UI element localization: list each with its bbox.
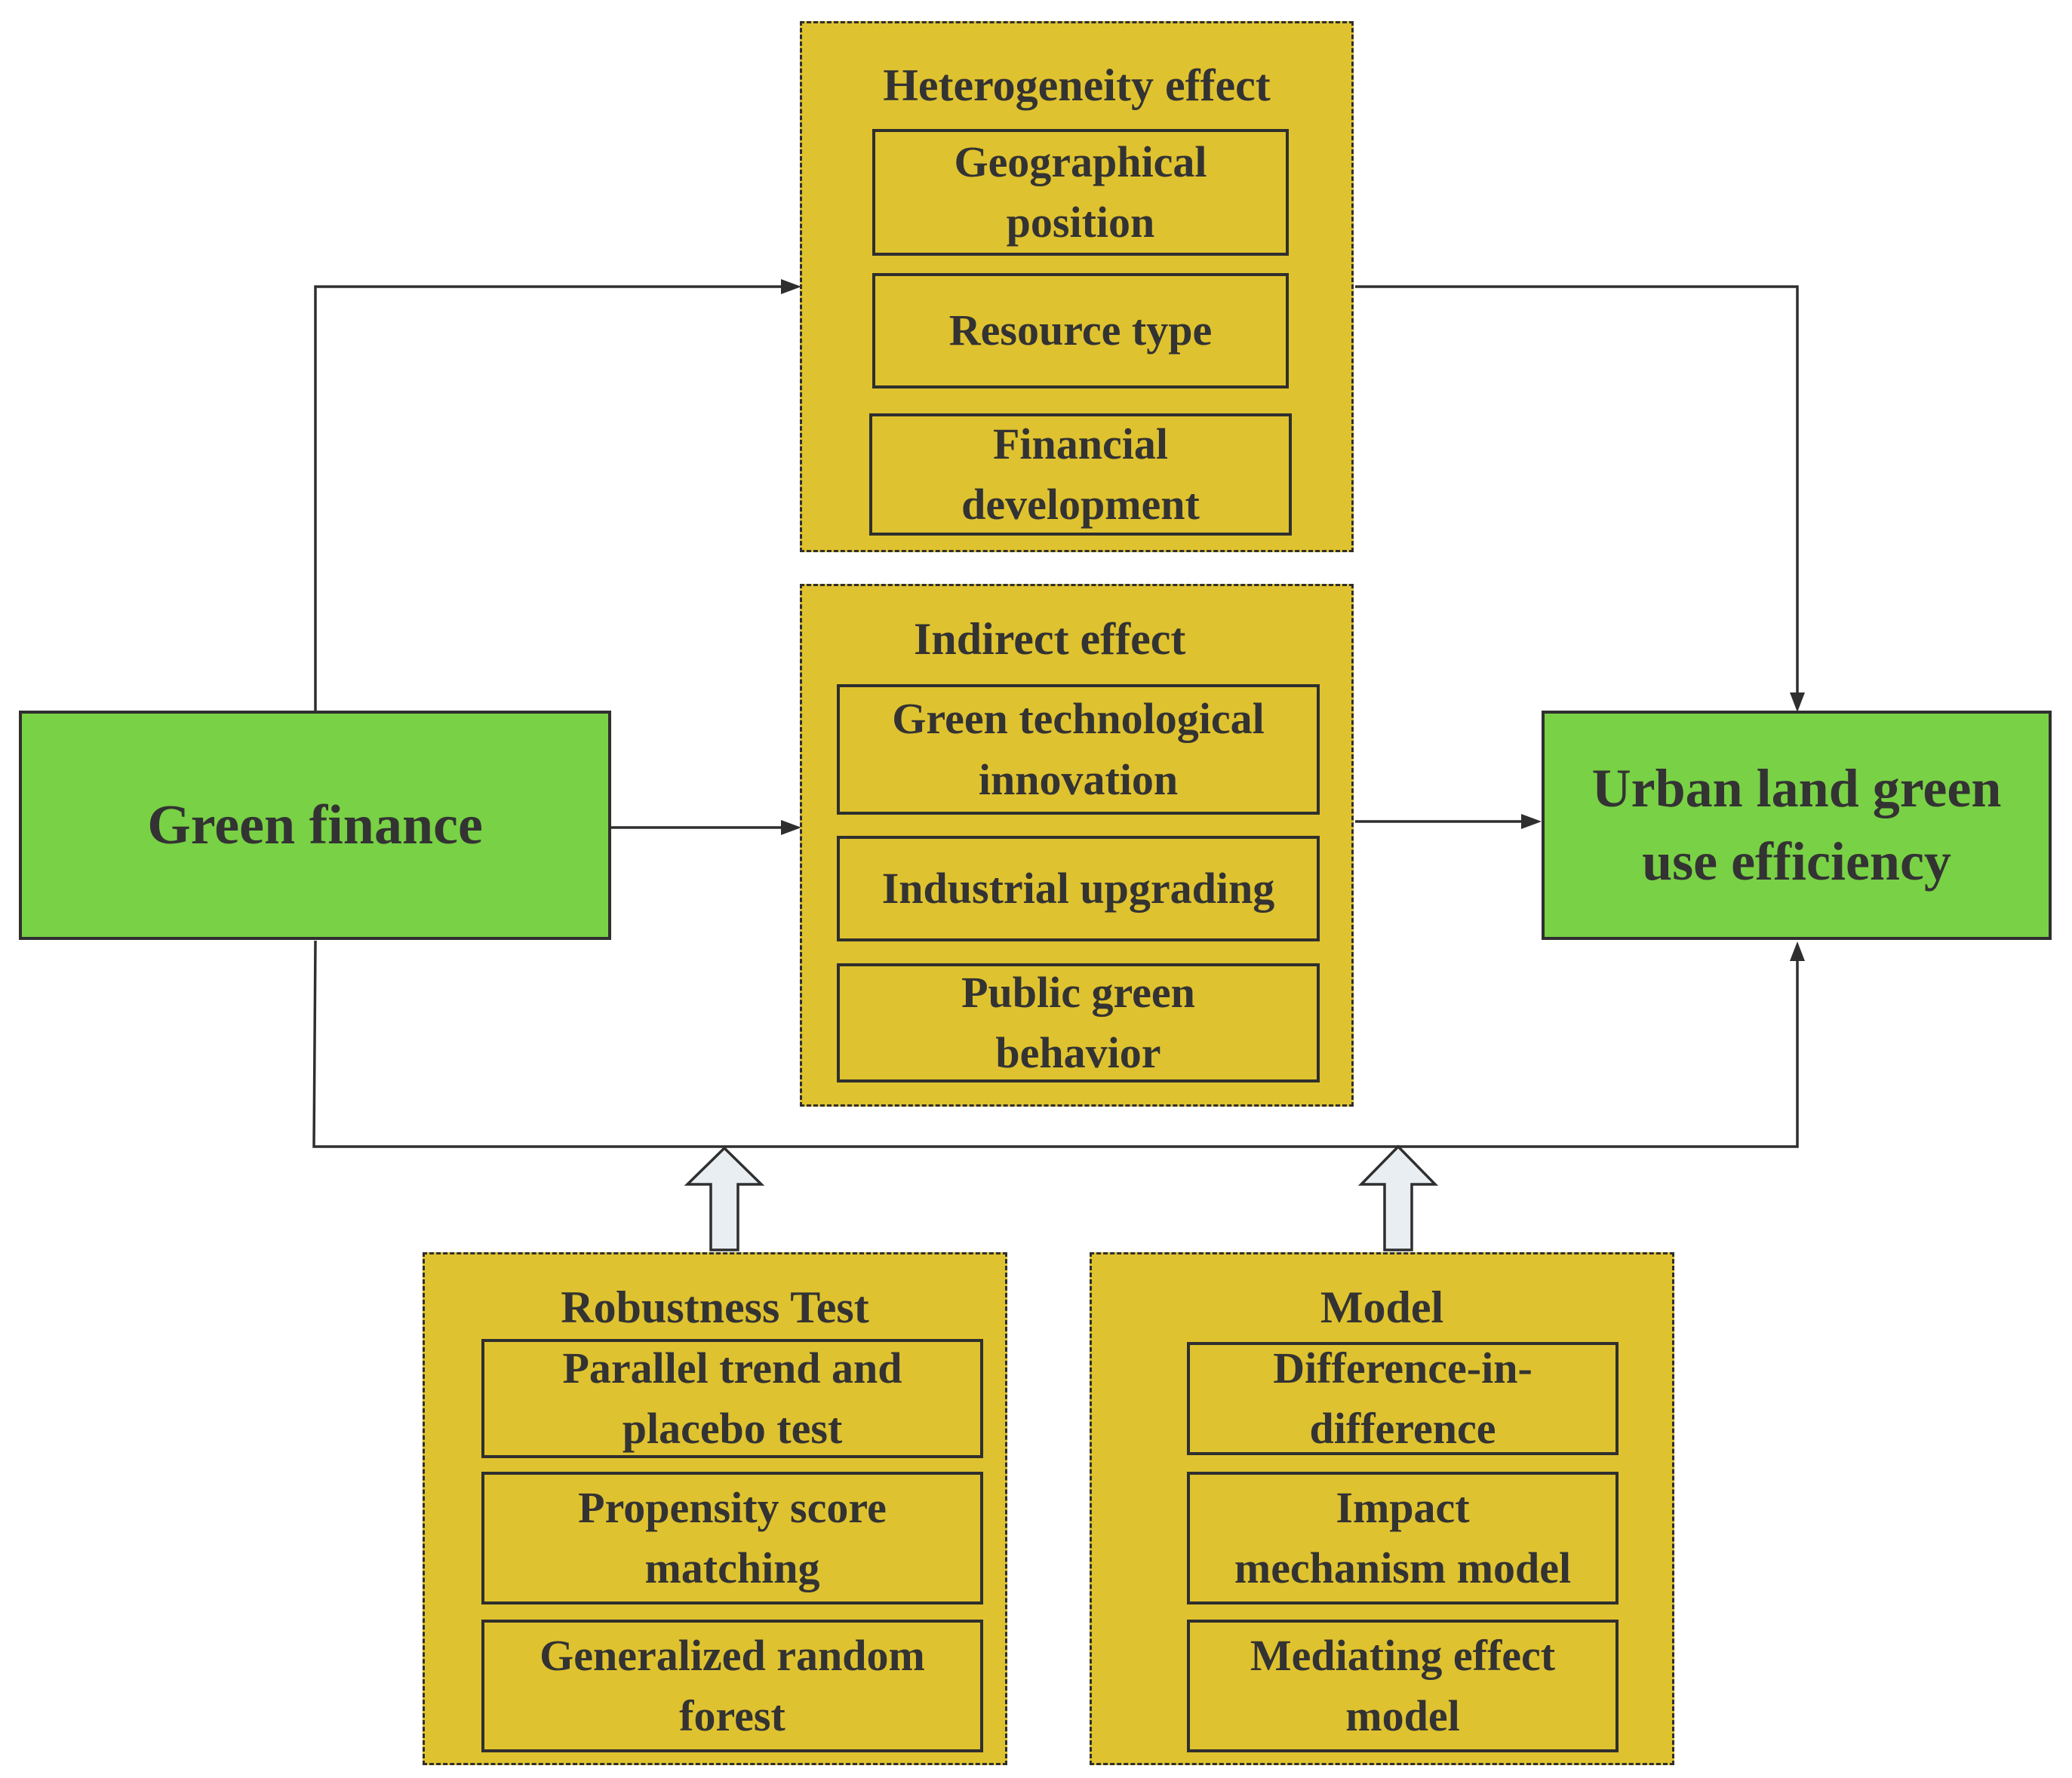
arrowhead-urban-land-bottom (1790, 941, 1805, 961)
heterogeneity-effect-title: Heterogeneity effect (883, 60, 1271, 110)
public-green-behavior-box: Public green behavior (837, 963, 1320, 1082)
industrial-upgrading-label: Industrial upgrading (881, 863, 1275, 913)
impact-mechanism-model-label: Impact mechanism model (1234, 1482, 1572, 1592)
arrowhead-urban-land-left (1521, 814, 1542, 829)
parallel-trend-placebo-box: Parallel trend and placebo test (481, 1339, 983, 1458)
arrow-direct-effect (312, 940, 1799, 1148)
urban-land-efficiency-node: Urban land green use efficiency (1542, 711, 2052, 940)
hollow-up-arrow-robustness (684, 1146, 765, 1251)
mediating-effect-model-label: Mediating effect model (1250, 1630, 1556, 1740)
geographical-position-label: Geographical position (954, 137, 1207, 247)
difference-in-difference-box: Difference-in- difference (1187, 1342, 1619, 1455)
arrowhead-indirect-in (781, 820, 801, 835)
model-title: Model (1320, 1282, 1444, 1332)
mediating-effect-model-box: Mediating effect model (1187, 1620, 1619, 1752)
impact-mechanism-model-box: Impact mechanism model (1187, 1472, 1619, 1604)
green-finance-label: Green finance (147, 794, 483, 856)
propensity-score-matching-box: Propensity score matching (481, 1472, 983, 1604)
arrowhead-urban-land-top (1790, 692, 1805, 712)
green-technological-innovation-label: Green technological innovation (892, 694, 1265, 804)
resource-type-box: Resource type (872, 273, 1289, 388)
financial-development-label: Financial development (961, 419, 1200, 529)
generalized-random-forest-label: Generalized random forest (540, 1630, 925, 1740)
robustness-test-group: Robustness Test Parallel trend and place… (423, 1252, 1007, 1765)
arrow-heterogeneity-to-urban-land (1355, 285, 1799, 702)
green-technological-innovation-box: Green technological innovation (837, 684, 1320, 815)
industrial-upgrading-box: Industrial upgrading (837, 836, 1320, 941)
public-green-behavior-label: Public green behavior (961, 967, 1195, 1077)
financial-development-box: Financial development (869, 413, 1292, 536)
robustness-test-title: Robustness Test (561, 1282, 869, 1332)
indirect-effect-title: Indirect effect (914, 614, 1186, 664)
model-group: Model Difference-in- difference Impact m… (1090, 1252, 1674, 1765)
resource-type-label: Resource type (948, 306, 1213, 355)
indirect-effect-group: Indirect effect Green technological inno… (800, 584, 1354, 1107)
geographical-position-box: Geographical position (872, 129, 1289, 256)
green-finance-node: Green finance (19, 711, 611, 940)
heterogeneity-effect-group: Heterogeneity effect Geographical positi… (800, 21, 1354, 552)
urban-land-efficiency-label: Urban land green use efficiency (1591, 757, 2002, 892)
parallel-trend-placebo-label: Parallel trend and placebo test (562, 1343, 902, 1453)
arrow-green-finance-to-heterogeneity (314, 285, 792, 713)
propensity-score-matching-label: Propensity score matching (578, 1482, 887, 1592)
arrowhead-heterogeneity-in (781, 279, 801, 294)
generalized-random-forest-box: Generalized random forest (481, 1620, 983, 1752)
hollow-up-arrow-model (1357, 1144, 1439, 1251)
difference-in-difference-label: Difference-in- difference (1273, 1343, 1532, 1453)
